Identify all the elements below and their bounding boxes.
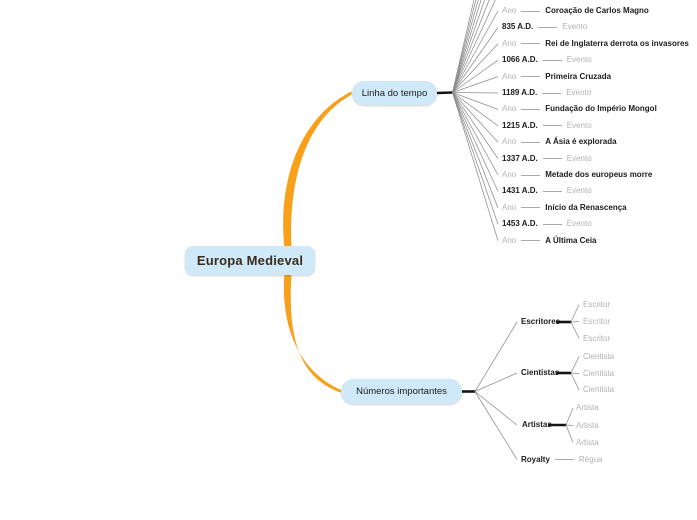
row-connector-dash xyxy=(521,76,541,78)
child-topic-escritor[interactable]: Escritor xyxy=(583,316,611,326)
branch-node-linha-do-tempo[interactable]: Linha do tempo xyxy=(352,81,437,105)
child-topic-cientista[interactable]: Cientista xyxy=(583,385,615,394)
group-label-escritores[interactable]: Escritores xyxy=(521,317,561,326)
timeline-row[interactable]: Ano Primeira Cruzada xyxy=(502,71,612,81)
timeline-row[interactable]: 835 A.D. Evento xyxy=(502,23,587,31)
timeline-row-value[interactable]: Evento xyxy=(566,88,592,97)
timeline-row-value[interactable]: A Última Ceia xyxy=(545,235,597,245)
timeline-row[interactable]: Ano Início da Renascença xyxy=(502,202,627,212)
timeline-row-value[interactable]: Evento xyxy=(566,153,592,163)
timeline-row[interactable]: 1215 A.D. Evento xyxy=(502,120,592,130)
row-connector-dash xyxy=(521,240,541,242)
row-connector-dash xyxy=(521,108,541,110)
timeline-row-label[interactable]: 1337 A.D. xyxy=(502,153,538,163)
cientistas-fan-lines xyxy=(570,356,580,391)
timeline-row-label[interactable]: Ano xyxy=(502,170,517,179)
timeline-row-label[interactable]: 835 A.D. xyxy=(502,22,534,32)
timeline-row-value[interactable]: A Ásia é explorada xyxy=(545,137,617,147)
timeline-row[interactable]: Ano Coroação de Carlos Magno xyxy=(502,7,649,15)
row-connector-dash xyxy=(554,459,574,460)
timeline-row-value[interactable]: Metade dos europeus morre xyxy=(545,170,653,179)
timeline-row-value[interactable]: Evento xyxy=(566,120,592,130)
group-label-artistas[interactable]: Artistas xyxy=(522,420,552,429)
row-connector-dash xyxy=(521,174,541,176)
group-label-royalty[interactable]: Royalty xyxy=(521,454,550,464)
timeline-row-value[interactable]: Coroação de Carlos Magno xyxy=(545,6,649,15)
row-connector-dash xyxy=(542,158,562,160)
timeline-row-value[interactable]: Evento xyxy=(566,186,592,196)
timeline-row-value[interactable]: Início da Renascença xyxy=(545,202,627,212)
row-connector-dash xyxy=(538,26,558,28)
timeline-row-label[interactable]: 1431 A.D. xyxy=(502,186,538,196)
child-topic-regua[interactable]: Régua xyxy=(578,454,603,464)
timeline-row[interactable]: Ano Rei de Inglaterra derrota os invasore… xyxy=(502,38,689,48)
timeline-row[interactable]: 1337 A.D. Evento xyxy=(502,153,592,163)
timeline-row[interactable]: 1453 A.D. Evento xyxy=(502,220,592,228)
timeline-row-value[interactable]: Primeira Cruzada xyxy=(545,71,612,81)
timeline-row-label[interactable]: 1189 A.D. xyxy=(502,88,538,97)
branch-node-numeros-importantes[interactable]: Números importantes xyxy=(341,379,462,404)
timeline-fan-lines xyxy=(452,0,499,241)
child-topic-cientista[interactable]: Cientista xyxy=(583,368,615,378)
timeline-row[interactable]: Ano Fundação do Império Mongol xyxy=(502,105,657,113)
child-topic-artista[interactable]: Artista xyxy=(576,403,599,412)
root-node-europa-medieval[interactable]: Europa Medieval xyxy=(185,246,315,275)
row-connector-dash xyxy=(542,223,562,225)
branch-node-label: Linha do tempo xyxy=(361,87,428,99)
timeline-row-label[interactable]: 1215 A.D. xyxy=(502,120,538,130)
group-label-cientistas[interactable]: Cientistas xyxy=(521,368,560,377)
child-topic-cientista[interactable]: Cientista xyxy=(583,351,615,361)
timeline-row-label[interactable]: Ano xyxy=(502,6,517,15)
timeline-row[interactable]: 1066 A.D. Evento xyxy=(502,56,592,64)
timeline-row-label[interactable]: Ano xyxy=(502,104,517,114)
numbers-fan-lines xyxy=(474,321,518,460)
row-connector-dash xyxy=(521,141,541,143)
timeline-row-label[interactable]: 1453 A.D. xyxy=(502,219,538,229)
child-topic-artista[interactable]: Artista xyxy=(576,437,599,447)
timeline-row[interactable]: 1431 A.D. Evento xyxy=(502,187,592,195)
timeline-row[interactable]: Ano Metade dos europeus morre xyxy=(502,171,652,179)
timeline-row[interactable]: Ano A Ásia é explorada xyxy=(502,138,617,146)
row-connector-dash xyxy=(542,59,562,61)
row-connector-dash xyxy=(542,92,562,94)
row-connector-dash xyxy=(542,190,562,192)
timeline-row-value[interactable]: Evento xyxy=(562,22,588,32)
child-topic-escritor[interactable]: Escritor xyxy=(583,299,611,309)
timeline-row-label[interactable]: Ano xyxy=(502,71,517,81)
timeline-row-label[interactable]: Ano xyxy=(502,137,517,147)
timeline-row[interactable]: Ano A Última Ceia xyxy=(502,235,597,245)
root-node-label: Europa Medieval xyxy=(196,253,304,268)
timeline-row-value[interactable]: Fundação do Império Mongol xyxy=(545,104,657,114)
row-connector-dash xyxy=(521,10,541,12)
timeline-row-label[interactable]: 1066 A.D. xyxy=(502,55,538,65)
branch-node-label: Números importantes xyxy=(356,386,447,397)
row-connector-dash xyxy=(521,207,541,209)
timeline-row-value[interactable]: Evento xyxy=(566,55,592,65)
royalty-row[interactable]: Royalty Régua xyxy=(521,454,603,464)
timeline-row-value[interactable]: Evento xyxy=(566,219,592,229)
timeline-row-label[interactable]: Ano xyxy=(502,235,517,245)
row-connector-dash xyxy=(542,125,562,127)
branch-curve-top xyxy=(283,91,352,248)
timeline-row-label[interactable]: Ano xyxy=(502,202,517,212)
artistas-fan-lines xyxy=(565,407,574,443)
black-stub-lines xyxy=(436,91,571,427)
child-topic-artista[interactable]: Artista xyxy=(576,420,599,430)
timeline-row-label[interactable]: Ano xyxy=(502,38,517,48)
branch-curve-bottom xyxy=(283,273,342,393)
escritores-fan-lines xyxy=(570,304,580,339)
timeline-row-value[interactable]: Rei de Inglaterra derrota os invasores xyxy=(545,38,689,48)
timeline-row[interactable]: 1189 A.D. Evento xyxy=(502,89,591,97)
row-connector-dash xyxy=(521,43,541,45)
child-topic-escritor[interactable]: Escritor xyxy=(583,333,611,343)
